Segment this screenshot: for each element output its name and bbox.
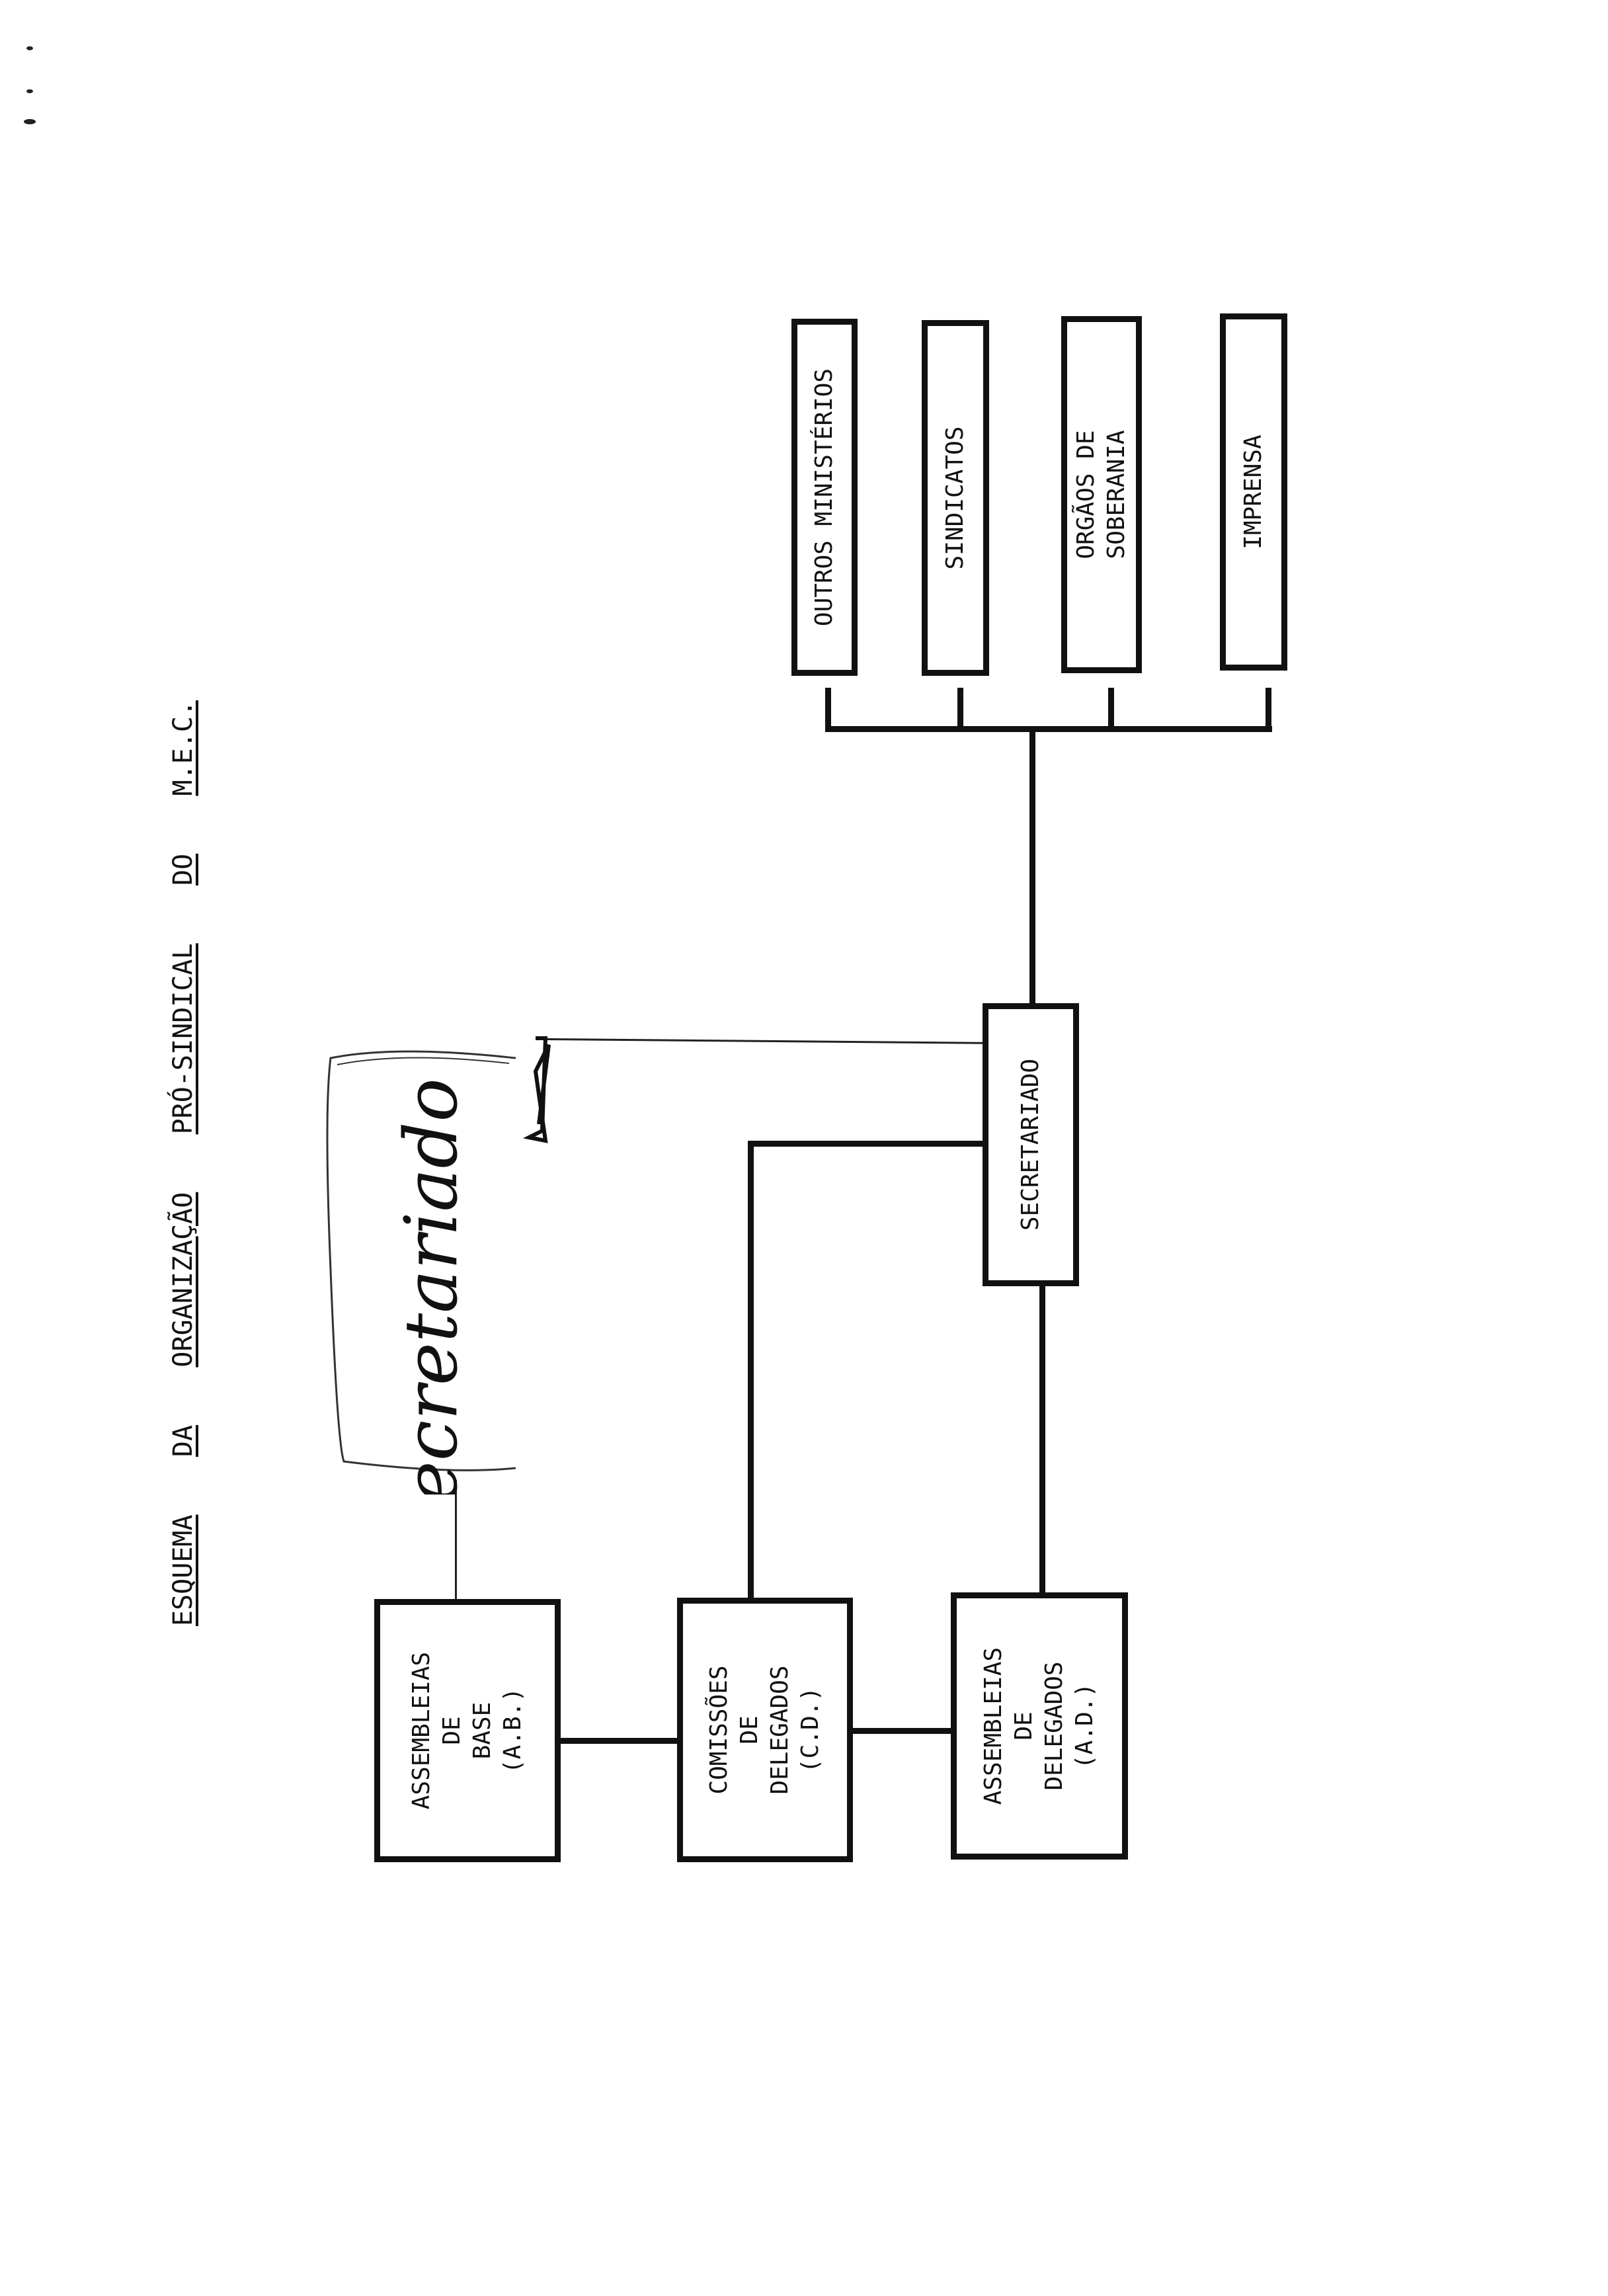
connector-line [748,1141,988,1147]
box-label: DE [438,1716,465,1745]
box-assembleias-delegados: ASSEMBLEIAS DE DELEGADOS (A.D.) [951,1592,1128,1860]
box-label: SOBERANIA [1103,430,1130,559]
box-comissoes-delegados: COMISSÕES DE DELEGADOS (C.D.) [677,1598,853,1862]
title-word: M.E.C. [168,700,198,796]
annotation-line [547,1038,988,1044]
diagram-title: ESQUEMA DA ORGANIZAÇÃO PRÓ-SINDICAL DO M… [159,700,207,1626]
title-word: PRÓ-SINDICAL [168,943,198,1135]
box-label: DELEGADOS [766,1665,793,1795]
box-label: ORGÃOS DE [1072,430,1100,559]
box-outros-ministerios: OUTROS MINISTÉRIOS [791,319,858,676]
annotation-line [455,1480,457,1607]
box-label: (A.D.) [1071,1682,1099,1770]
title-word: ESQUEMA [168,1514,198,1626]
title-word: DA [168,1424,198,1457]
box-label: DE [735,1715,763,1744]
box-label: COMISSÕES [705,1665,733,1795]
punch-mark [24,119,36,124]
connector-line [847,1728,956,1734]
box-label: (A.B.) [499,1687,527,1774]
connector-line [957,688,963,727]
box-orgaos-soberania: ORGÃOS DE SOBERANIA [1061,316,1142,673]
handwritten-annotation: Secretariado [326,1036,551,1495]
box-label: IMPRENSA [1239,434,1267,550]
box-imprensa: IMPRENSA [1220,313,1287,671]
connector-line [1029,729,1035,1008]
box-secretariado: SECRETARIADO [983,1003,1079,1286]
box-label: BASE [469,1702,496,1760]
connector-line [748,1141,754,1606]
connector-line [1108,688,1114,727]
punch-mark [26,89,33,93]
connector-line [555,1738,682,1744]
punch-mark [26,46,33,50]
title-word: DO [168,853,198,886]
connector-line [1039,1286,1045,1598]
box-label: (C.D.) [797,1686,824,1774]
title-word: ORGANIZAÇÃO [168,1192,198,1368]
box-label: SECRETARIADO [1016,1058,1044,1231]
box-assembleias-base: ASSEMBLEIAS DE BASE (A.B.) [374,1599,561,1862]
box-label: OUTROS MINISTÉRIOS [810,368,838,627]
connector-line [825,726,1272,732]
handwritten-word: Secretariado [389,1078,473,1495]
connector-line [825,688,831,727]
box-label: ASSEMBLEIAS [407,1651,435,1810]
box-label: SINDICATOS [941,426,969,570]
handwritten-text: Secretariado [389,1078,473,1495]
box-label: DELEGADOS [1041,1661,1068,1791]
box-sindicatos: SINDICATOS [922,320,989,676]
connector-line [1266,688,1271,727]
box-label: ASSEMBLEIAS [979,1647,1007,1805]
box-label: DE [1010,1711,1037,1741]
